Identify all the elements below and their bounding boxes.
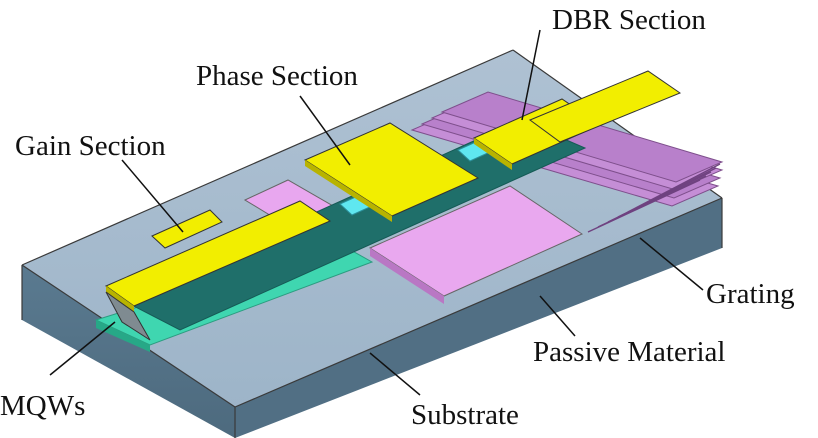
gain-section-electrode — [104, 200, 332, 341]
label-phase-section: Phase Section — [196, 60, 358, 92]
label-grating: Grating — [706, 278, 795, 310]
substrate-side-face — [235, 198, 722, 438]
label-substrate: Substrate — [411, 399, 519, 431]
passive-material-front-edge — [370, 248, 444, 304]
mqws-strip-front — [96, 320, 150, 352]
dbr-section-electrode — [472, 70, 682, 170]
leader-lines — [49, 29, 704, 396]
label-mqws: MQWs — [0, 390, 85, 422]
label-dbr-section: DBR Section — [552, 4, 706, 36]
grating-tooth — [440, 91, 724, 183]
substrate-front-face — [22, 265, 235, 438]
label-gain-section: Gain Section — [15, 130, 166, 162]
grating-slots — [587, 163, 721, 233]
passive-material-front — [368, 185, 584, 297]
label-passive-material: Passive Material — [533, 336, 725, 368]
gain-ridge-support — [105, 291, 151, 341]
phase-section-electrode — [303, 122, 480, 222]
